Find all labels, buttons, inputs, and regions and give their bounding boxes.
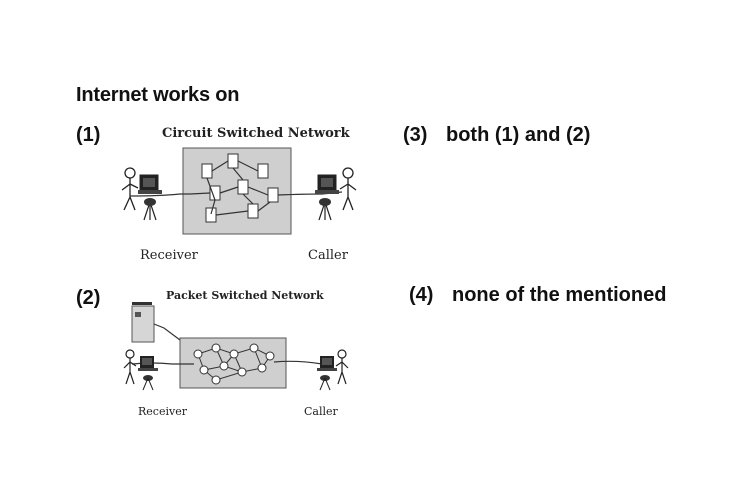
receiver-computer-icon — [138, 356, 158, 391]
switch-node — [201, 163, 213, 179]
caller-computer-icon — [315, 174, 339, 221]
circuit-switched-diagram — [121, 147, 357, 235]
packet-node — [237, 367, 247, 377]
switch-node — [209, 185, 221, 201]
packet-switched-diagram — [123, 302, 349, 391]
caller-person-icon — [339, 167, 357, 211]
circuit-caller-label: Caller — [308, 248, 348, 263]
packet-node — [219, 361, 229, 371]
receiver-person-icon — [121, 167, 139, 211]
receiver-computer-icon — [138, 174, 162, 221]
packet-node — [199, 365, 209, 375]
switch-node — [247, 203, 259, 219]
option-4-number[interactable]: (4) — [409, 284, 434, 306]
network-box — [179, 337, 287, 389]
packet-caller-label: Caller — [304, 405, 338, 418]
packet-node — [193, 349, 203, 359]
packet-node — [249, 343, 259, 353]
question-text: Internet works on — [76, 84, 240, 106]
option-2-number[interactable]: (2) — [76, 287, 101, 309]
option-3-text[interactable]: both (1) and (2) — [446, 124, 591, 146]
option-3-number[interactable]: (3) — [403, 124, 428, 146]
packet-node — [211, 343, 221, 353]
circuit-receiver-label: Receiver — [140, 248, 198, 263]
packet-node — [265, 351, 275, 361]
packet-node — [257, 363, 267, 373]
switch-node — [237, 179, 249, 195]
packet-node — [211, 375, 221, 385]
option-1-number[interactable]: (1) — [76, 124, 101, 146]
switch-node — [267, 187, 279, 203]
receiver-person-icon — [123, 349, 137, 385]
circuit-network-title: Circuit Switched Network — [162, 126, 350, 141]
packet-receiver-label: Receiver — [138, 405, 187, 418]
packet-network-title: Packet Switched Network — [166, 289, 324, 302]
switch-node — [205, 207, 217, 223]
switch-node — [227, 153, 239, 169]
option-4-text[interactable]: none of the mentioned — [452, 284, 667, 306]
caller-person-icon — [335, 349, 349, 385]
server-icon — [131, 302, 181, 343]
packet-node — [229, 349, 239, 359]
caller-computer-icon — [317, 356, 337, 391]
switch-node — [257, 163, 269, 179]
